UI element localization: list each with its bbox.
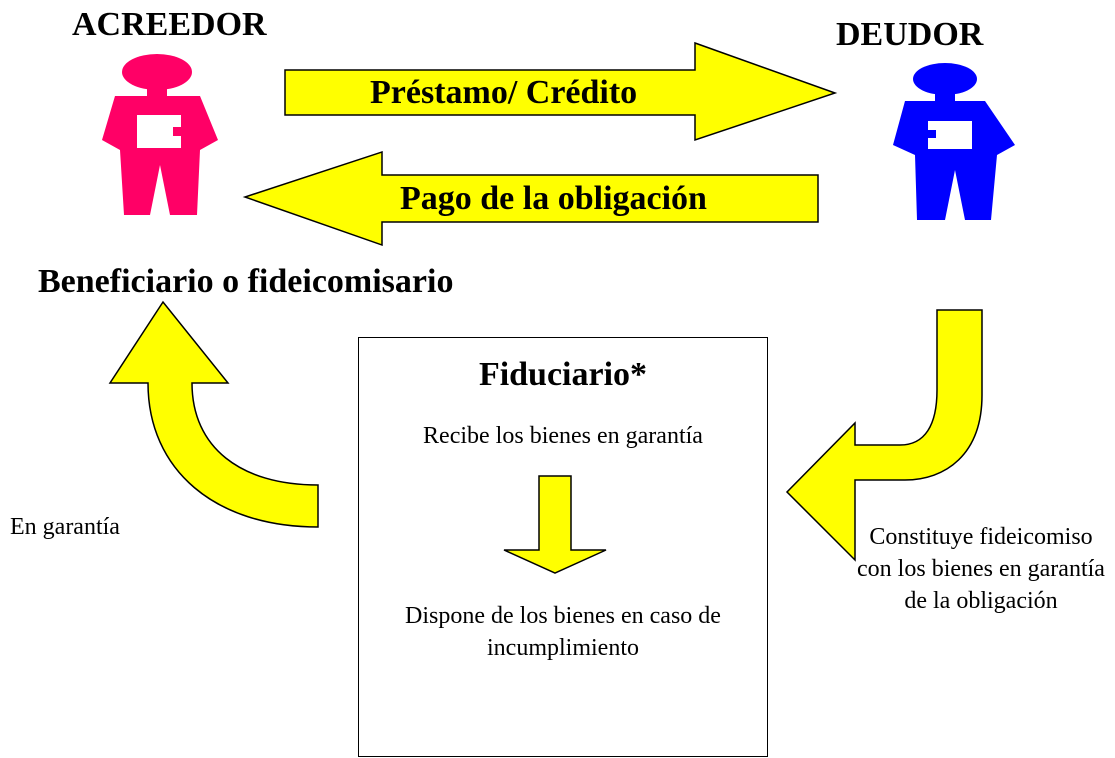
acreedor-title: ACREEDOR <box>72 6 267 43</box>
en-garantia-label: En garantía <box>10 514 120 540</box>
deudor-title: DEUDOR <box>836 16 984 53</box>
fiduciario-title: Fiduciario* <box>478 356 648 393</box>
prestamo-arrow-label: Préstamo/ Crédito <box>370 74 638 111</box>
fiduciario-down-arrow <box>503 475 607 574</box>
acreedor-person-icon <box>102 54 218 215</box>
deudor-person-icon <box>893 63 1015 220</box>
constituye-label: Constituye fideicomiso con los bienes en… <box>857 524 1105 614</box>
fiduciario-recibe-text: Recibe los bienes en garantía <box>423 423 703 449</box>
pago-arrow-label: Pago de la obligación <box>400 180 707 217</box>
fiduciario-box: Fiduciario* Recibe los bienes en garantí… <box>358 337 768 757</box>
beneficiario-label: Beneficiario o fideicomisario <box>38 263 454 300</box>
fiduciario-dispone-text: Dispone de los bienes en caso de incumpl… <box>405 603 721 661</box>
